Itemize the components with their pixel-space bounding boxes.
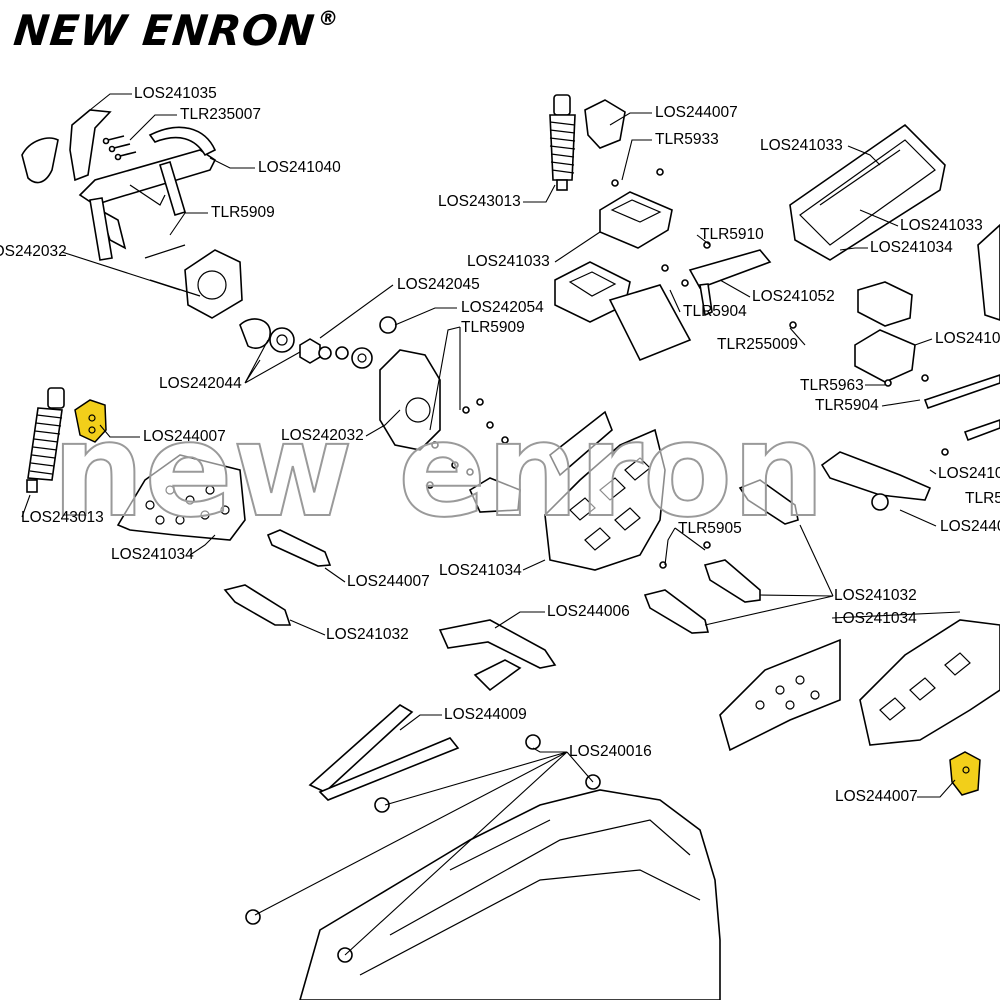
label-los2410-cut-mid: LOS2410 — [938, 465, 1000, 482]
leader-lines — [21, 93, 961, 956]
label-los242045: LOS242045 — [397, 276, 480, 293]
gasket-plate — [468, 477, 521, 513]
small-screws — [426, 168, 949, 569]
electronics-box — [554, 191, 692, 362]
label-tlr5905: TLR5905 — [678, 520, 742, 537]
label-los241032-right: LOS241032 — [834, 587, 917, 604]
links-left — [223, 529, 332, 626]
label-los244006: LOS244006 — [547, 603, 630, 620]
steering-links-right — [820, 374, 1000, 511]
shock-top — [549, 94, 576, 191]
label-los244007-left: LOS244007 — [143, 428, 226, 445]
label-los241034-left: LOS241034 — [111, 546, 194, 563]
label-tlr5910: TLR5910 — [700, 226, 764, 243]
label-los242054: LOS242054 — [461, 299, 544, 316]
links-center — [438, 479, 799, 692]
label-tlr5909-left: TLR5909 — [211, 204, 275, 221]
shock-left — [26, 387, 65, 493]
label-los241052: LOS241052 — [752, 288, 835, 305]
label-los241032-left: LOS241032 — [326, 626, 409, 643]
chassis-plate-center — [544, 410, 666, 571]
label-los2440-cut: LOS2440 — [940, 518, 1000, 535]
label-los241033-right: LOS241033 — [900, 217, 983, 234]
label-tlr5904-right: TLR5904 — [815, 397, 879, 414]
highlighted-mount-left — [74, 399, 107, 443]
label-tlr255009: TLR255009 — [717, 336, 799, 353]
servo-bracket — [688, 249, 772, 317]
highlighted-mount-right — [949, 751, 981, 796]
label-los243013-left: LOS243013 — [21, 509, 104, 526]
label-los244009: LOS244009 — [444, 706, 527, 723]
label-los242044: LOS242044 — [159, 375, 242, 392]
label-los244007-mid: LOS244007 — [347, 573, 430, 590]
gear-housing-top — [184, 249, 441, 451]
label-los242032-housing: LOS242032 — [281, 427, 364, 444]
chassis-plate-right-front — [719, 223, 1000, 752]
label-tlr5963: TLR5963 — [800, 377, 864, 394]
label-los242032-top: LOS242032 — [0, 243, 67, 260]
label-los241040: LOS241040 — [258, 159, 341, 176]
a-arm-long — [308, 704, 460, 801]
curved-guard — [21, 109, 112, 184]
label-los241033-tray: LOS241033 — [760, 137, 843, 154]
label-los241034-lower: LOS241034 — [834, 610, 917, 627]
label-los243013-top: LOS243013 — [438, 193, 521, 210]
label-tlr5933: TLR5933 — [655, 131, 719, 148]
body-shell — [245, 734, 721, 1000]
label-tlr235007: TLR235007 — [180, 106, 262, 123]
label-tlr5904-top: TLR5904 — [683, 303, 747, 320]
body-mount-cage — [78, 126, 217, 261]
label-los241034-center: LOS241034 — [439, 562, 522, 579]
servo — [854, 281, 916, 383]
mount-bracket-top — [584, 99, 626, 149]
chassis-plate-left — [116, 454, 246, 541]
label-tlr5909-center: TLR5909 — [461, 319, 525, 336]
label-los244007-bottom: LOS244007 — [835, 788, 918, 805]
screws-top-left — [102, 135, 137, 161]
battery-tray — [789, 123, 946, 261]
label-tlr5-cut: TLR5 — [965, 490, 1000, 507]
label-los244007-top: LOS244007 — [655, 104, 738, 121]
label-los240016: LOS240016 — [569, 743, 652, 760]
label-los241033-box: LOS241033 — [467, 253, 550, 270]
label-los241035: LOS241035 — [134, 85, 217, 102]
label-los241034-right: LOS241034 — [870, 239, 953, 256]
label-los2410-cut-top: LOS2410 — [935, 330, 1000, 347]
